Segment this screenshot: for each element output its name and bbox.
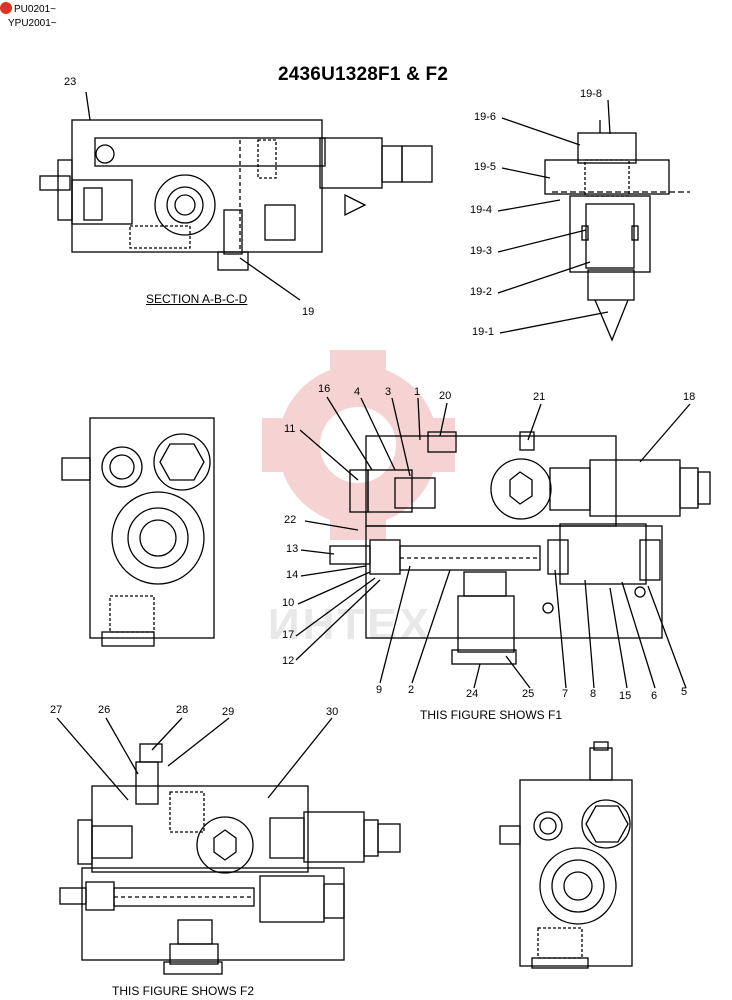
callout-label: 19-2 bbox=[470, 286, 493, 298]
main-view-f1 bbox=[329, 431, 711, 665]
callout-label: 1 bbox=[414, 386, 421, 398]
detail-19 bbox=[544, 120, 690, 342]
callout-label: 21 bbox=[533, 391, 546, 403]
side-view-right bbox=[499, 741, 633, 969]
callout-label: 14 bbox=[286, 569, 299, 581]
callout-label: 3 bbox=[385, 386, 392, 398]
callout-label: 19-5 bbox=[474, 161, 497, 173]
f2-view bbox=[59, 743, 401, 975]
callout-label: 6 bbox=[651, 690, 658, 702]
callout-label: 11 bbox=[284, 423, 296, 435]
page-title: 2436U1328F1 & F2 bbox=[278, 64, 449, 85]
callout-label: 22 bbox=[284, 514, 297, 526]
callout-label: 7 bbox=[562, 688, 569, 700]
callout-label: 24 bbox=[466, 688, 479, 700]
serial-range-1: PU0201~ bbox=[14, 4, 56, 15]
callout-label: 4 bbox=[354, 386, 361, 398]
callout-label: 30 bbox=[326, 706, 339, 718]
callout-label: 13 bbox=[286, 543, 299, 555]
callout-label: 20 bbox=[439, 390, 452, 402]
callout-label: 19-8 bbox=[580, 88, 603, 100]
callout-label: 18 bbox=[683, 391, 696, 403]
section-view bbox=[39, 119, 433, 271]
side-view-left bbox=[61, 417, 215, 647]
callout-label: 5 bbox=[681, 686, 688, 698]
callout-label: 19-4 bbox=[470, 204, 493, 216]
callout-label: 2 bbox=[408, 684, 415, 696]
callout-label: 16 bbox=[318, 383, 331, 395]
callout-label: 10 bbox=[282, 597, 295, 609]
callout-label: 17 bbox=[282, 629, 295, 641]
serial-range-2: YPU2001~ bbox=[8, 18, 57, 29]
section-caption: SECTION A-B-C-D bbox=[146, 292, 248, 306]
callout-label: 19-3 bbox=[470, 245, 493, 257]
callout-label: 19-6 bbox=[474, 111, 497, 123]
callout-label: 23 bbox=[64, 76, 77, 88]
callout-label: 12 bbox=[282, 655, 295, 667]
callout-label: 15 bbox=[619, 690, 632, 702]
callout-label: 26 bbox=[98, 704, 111, 716]
callout-label: 28 bbox=[176, 704, 189, 716]
watermark-text: ИНТЕХ bbox=[268, 600, 432, 649]
f2-caption: THIS FIGURE SHOWS F2 bbox=[112, 984, 255, 998]
callout-label: 9 bbox=[376, 684, 383, 696]
callout-label: 19 bbox=[302, 306, 315, 318]
callout-label: 8 bbox=[590, 688, 597, 700]
callout-label: 19-1 bbox=[472, 326, 495, 338]
callout-label: 25 bbox=[522, 688, 535, 700]
callout-label: 29 bbox=[222, 706, 235, 718]
brand-dot-icon bbox=[0, 2, 12, 14]
callout-label: 27 bbox=[50, 704, 63, 716]
f1-caption: THIS FIGURE SHOWS F1 bbox=[420, 708, 563, 722]
